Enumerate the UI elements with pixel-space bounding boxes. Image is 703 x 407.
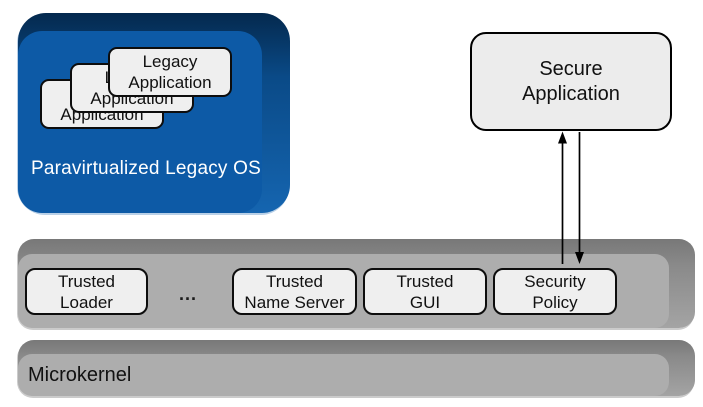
trusted-gui-box: Trusted GUI xyxy=(363,268,487,315)
up-arrowhead-icon xyxy=(558,131,567,144)
trusted-name-server-label-line: Name Server xyxy=(244,292,345,312)
services-ellipsis: ... xyxy=(178,284,197,304)
secure-application-label-line: Application xyxy=(522,82,620,105)
trusted-gui-label-line: GUI xyxy=(409,292,441,312)
trusted-loader-label-line: Loader xyxy=(60,292,113,312)
trusted-name-server-label-line: Trusted xyxy=(265,271,323,291)
security-policy-label-line: Security xyxy=(524,271,586,291)
legacy-application-label-line: Legacy xyxy=(142,52,198,71)
security-policy-box: Security Policy xyxy=(493,268,617,315)
trusted-name-server-box: Trusted Name Server xyxy=(232,268,357,315)
legacy-os-label: Paravirtualized Legacy OS xyxy=(31,158,261,179)
microkernel-label: Microkernel xyxy=(28,364,132,386)
secure-application-label-line: Secure xyxy=(539,57,603,80)
trusted-loader-box: Trusted Loader xyxy=(25,268,148,315)
legacy-application-label-line: Application xyxy=(128,73,212,92)
trusted-loader-label-line: Trusted xyxy=(57,271,115,291)
trusted-gui-label-line: Trusted xyxy=(396,271,454,291)
microkernel-bar-face xyxy=(18,354,669,396)
secure-application-box: Secure Application xyxy=(470,32,672,131)
microkernel-bar xyxy=(18,340,695,396)
legacy-application-box-front: Legacy Application xyxy=(108,47,232,97)
security-policy-label-line: Policy xyxy=(532,292,578,312)
